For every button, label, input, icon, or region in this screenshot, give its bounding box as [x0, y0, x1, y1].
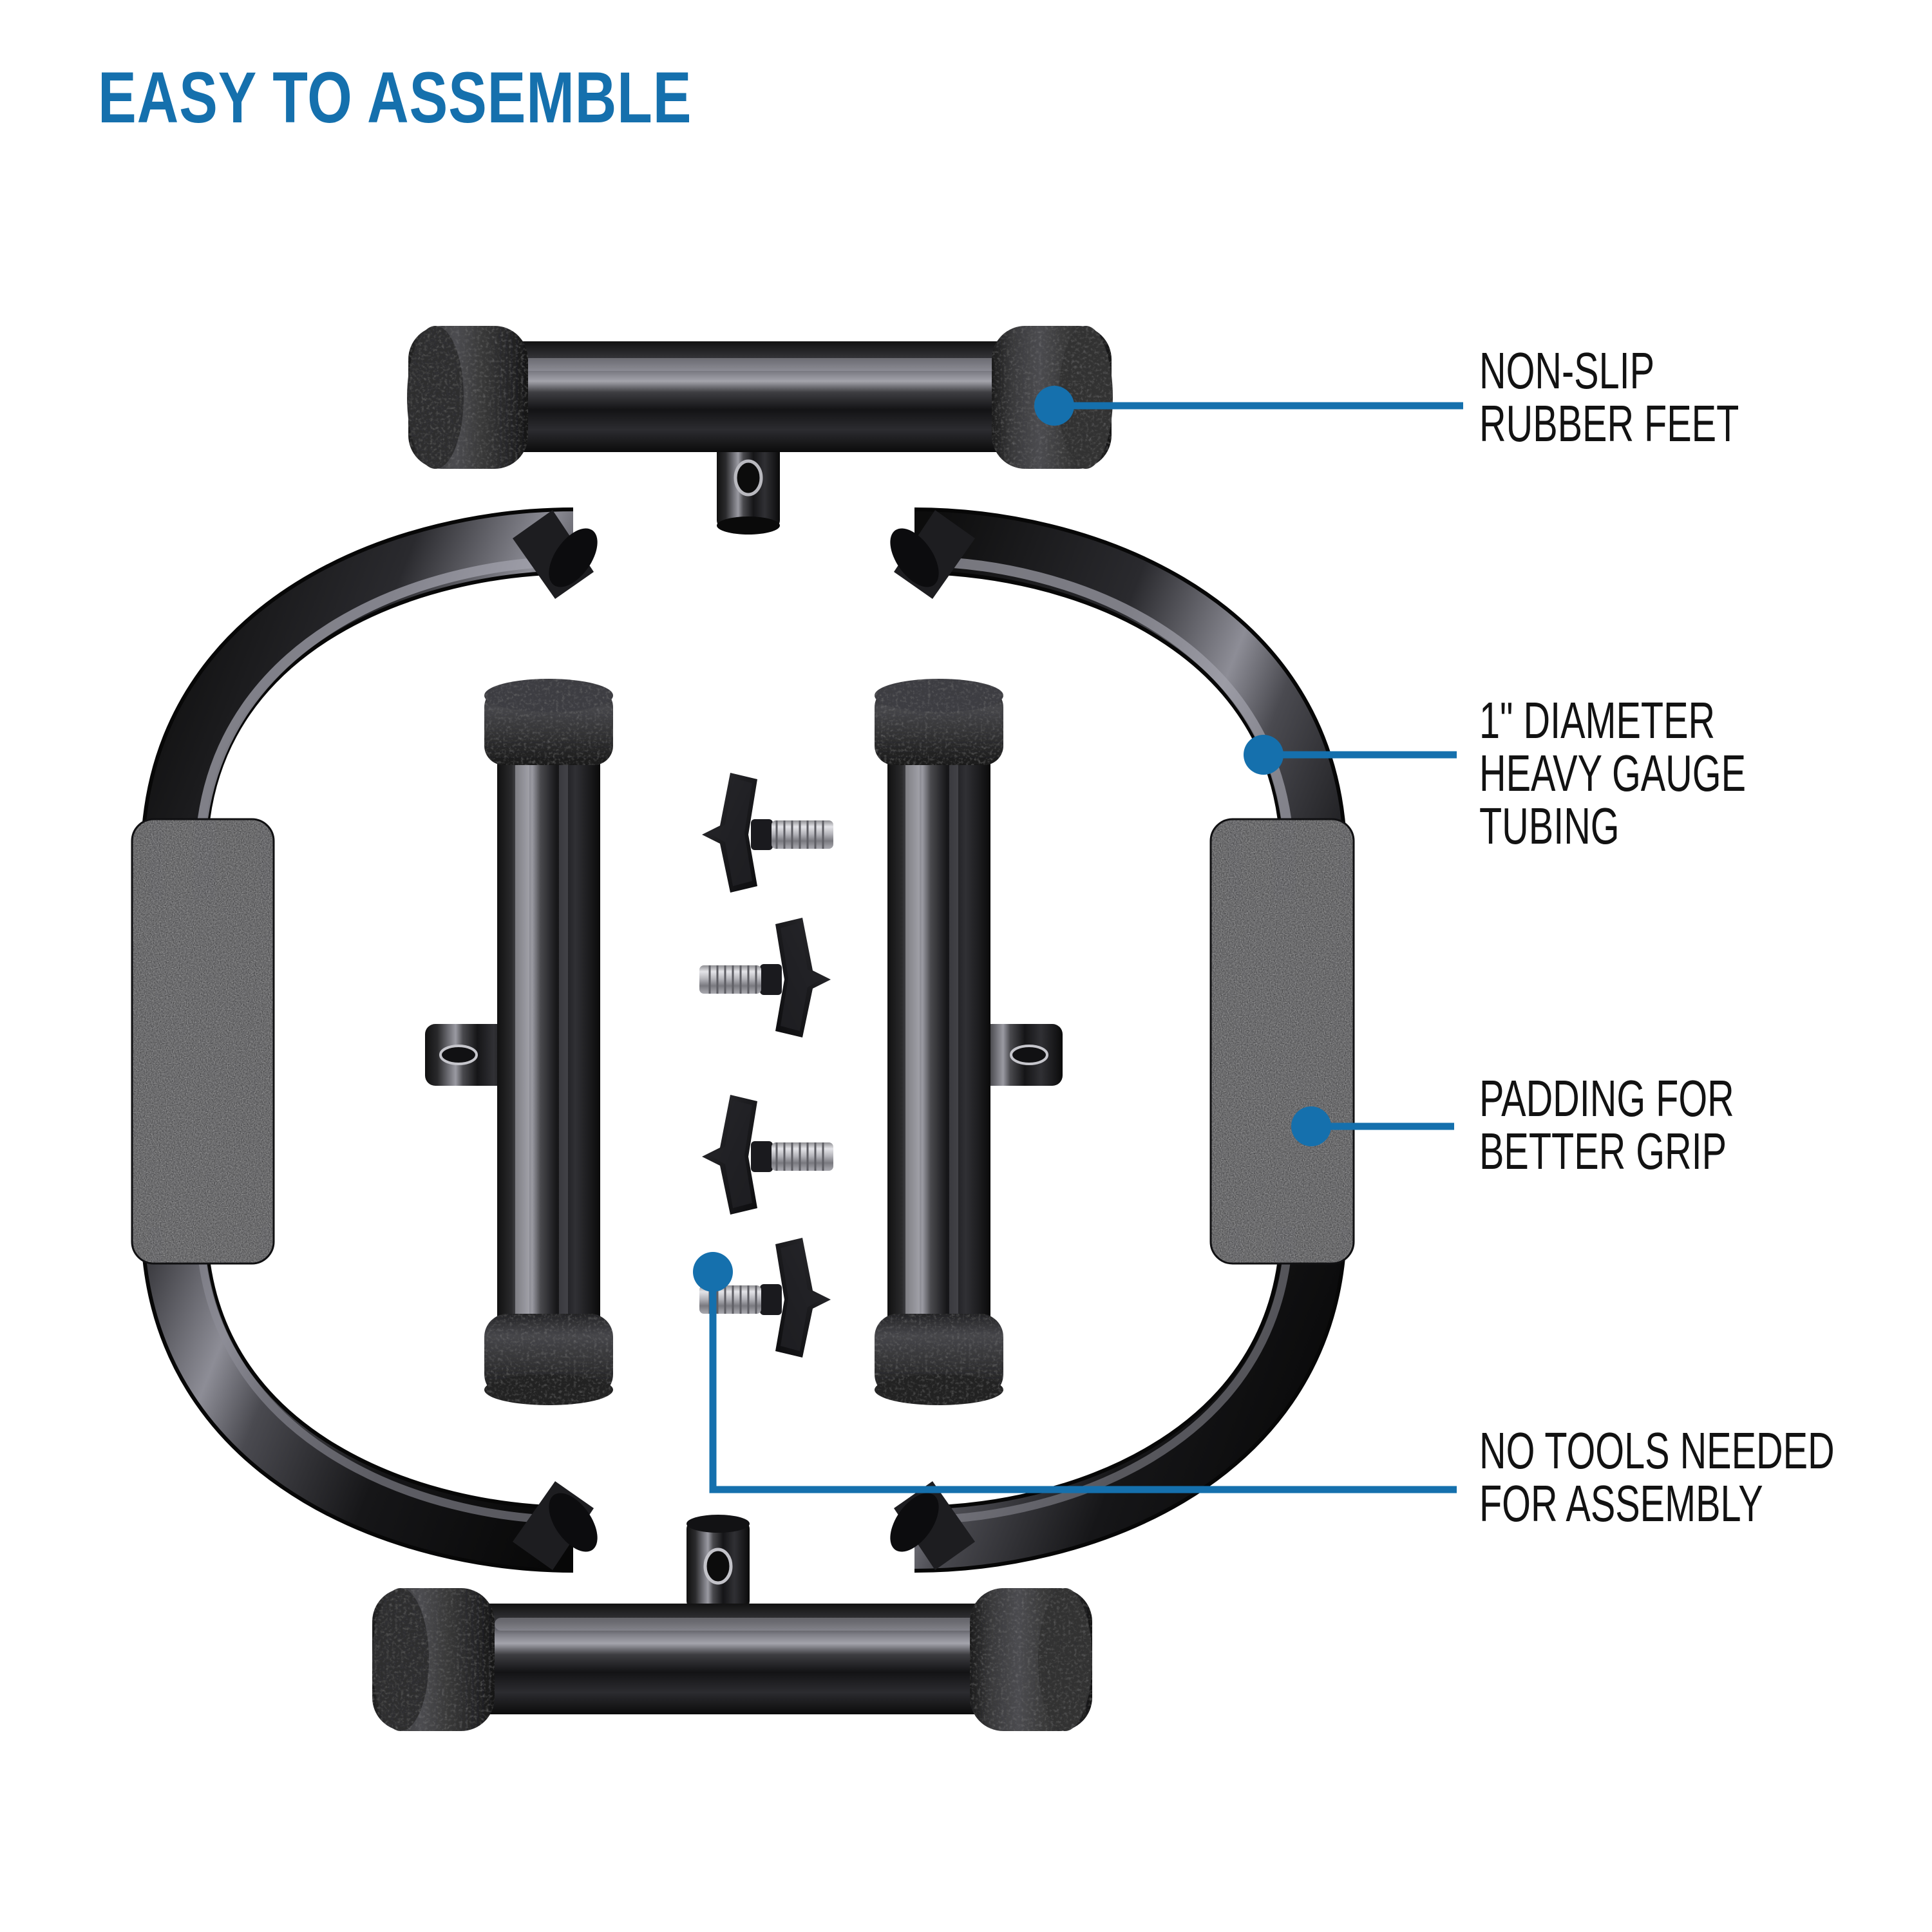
callout-dot-no-tools-needed — [693, 1252, 733, 1292]
callout-dot-padding-for-better-grip — [1291, 1106, 1331, 1146]
callout-label-line: NON-SLIP — [1479, 342, 1655, 399]
thumb-knob-2 — [699, 918, 831, 1037]
callout-dot-non-slip-rubber-feet — [1034, 386, 1074, 426]
rubber-foot-left — [407, 326, 528, 469]
post-cap-top-left — [484, 679, 613, 765]
post-cap-top-right — [875, 679, 1003, 765]
callout-label-line: RUBBER FEET — [1479, 395, 1739, 452]
callout-leader-lines — [709, 402, 1463, 1493]
left-frame-bottom-end — [513, 1481, 598, 1570]
right-frame-top-end — [890, 510, 975, 599]
page-title: EASY TO ASSEMBLE — [98, 57, 692, 138]
callout-label-line: 1" DIAMETER — [1479, 692, 1716, 749]
part-left-upright-post — [425, 679, 613, 1405]
rubber-foot-bottom-left — [372, 1588, 495, 1731]
callout-label-line: NO TOOLS NEEDED — [1479, 1422, 1835, 1479]
callout-label-line: FOR ASSEMBLY — [1479, 1475, 1763, 1532]
part-right-handle-frame — [890, 507, 1355, 1573]
thumb-knob-4 — [699, 1238, 831, 1358]
part-bottom-base-bar — [372, 1515, 1092, 1731]
post-cap-bottom-right — [875, 1314, 1003, 1405]
thumb-knob-1 — [702, 773, 833, 893]
callout-label-line: TUBING — [1479, 797, 1620, 855]
foam-padding-right — [1211, 819, 1354, 1264]
callout-label-line: PADDING FOR — [1479, 1070, 1734, 1127]
callout-dot-heavy-gauge-tubing — [1244, 735, 1283, 775]
callout-dots — [693, 386, 1331, 1292]
part-left-handle-frame — [131, 507, 598, 1573]
left-frame-top-end — [513, 510, 598, 599]
callout-label-line: BETTER GRIP — [1479, 1122, 1727, 1180]
callout-label-line: HEAVY GAUGE — [1479, 744, 1746, 802]
callout-line-no-tools-needed — [709, 1272, 1457, 1493]
foam-padding-left — [132, 819, 274, 1264]
part-right-upright-post — [875, 679, 1063, 1405]
thumb-knob-3 — [702, 1095, 833, 1215]
rubber-foot-bottom-right — [970, 1588, 1092, 1731]
top-bar-t-socket — [717, 444, 780, 535]
part-top-base-bar — [407, 326, 1113, 535]
post-cap-bottom-left — [484, 1314, 613, 1405]
right-frame-bottom-end — [890, 1481, 975, 1570]
bottom-bar-t-socket — [687, 1515, 750, 1609]
